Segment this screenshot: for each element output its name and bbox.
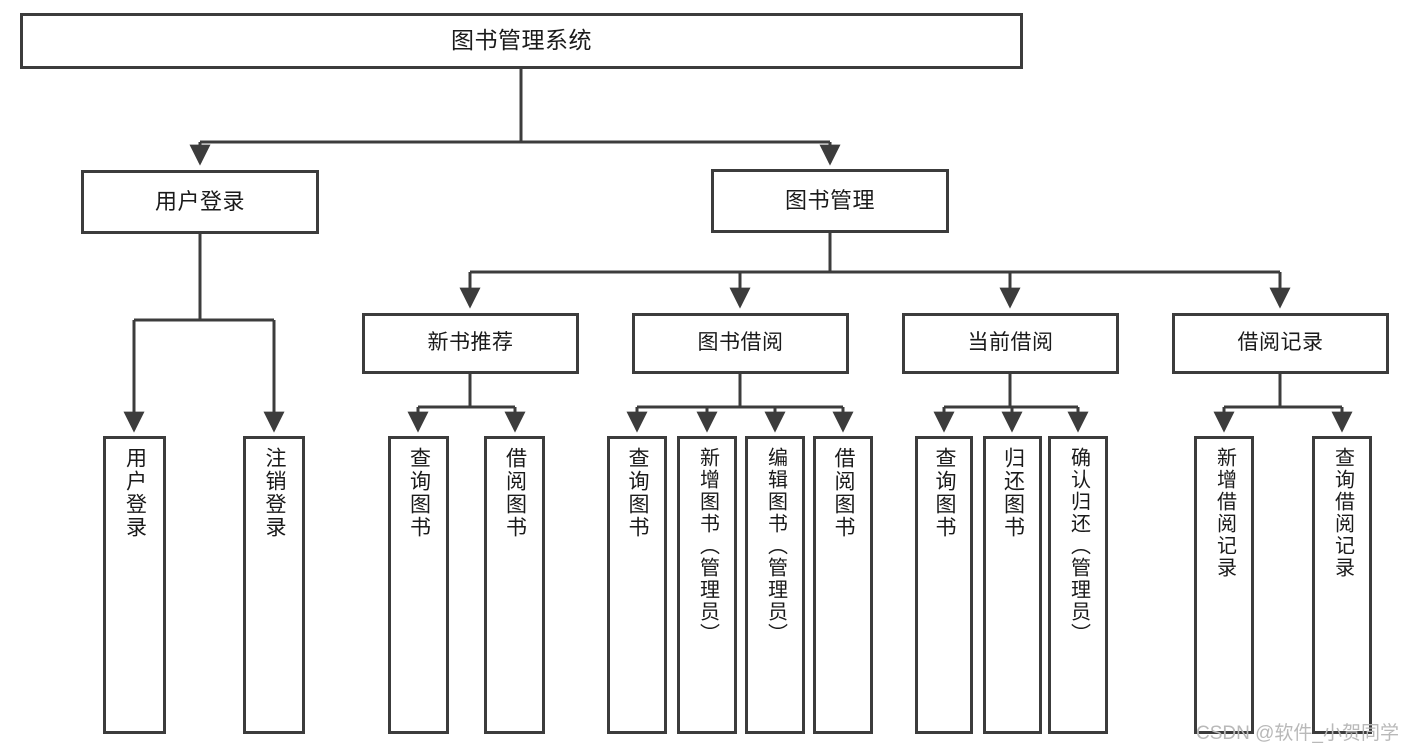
node-label: 当前借阅 xyxy=(967,331,1054,355)
node-label: 借阅图书 xyxy=(832,447,856,539)
node-label: 归还图书 xyxy=(1001,447,1025,539)
leaf-query-book-current[interactable]: 查询图书 xyxy=(915,436,973,734)
leaf-return-book[interactable]: 归还图书 xyxy=(983,436,1042,734)
node-label: 新书推荐 xyxy=(427,331,514,355)
node-label: 图书管理系统 xyxy=(451,27,592,54)
node-label: 图书管理 xyxy=(784,188,875,214)
node-label: 查询图书 xyxy=(407,447,431,539)
leaf-user-login[interactable]: 用户登录 xyxy=(103,436,166,734)
node-label: 注销登录 xyxy=(263,447,287,539)
node-label: 查询图书 xyxy=(933,447,957,539)
node-label: 借阅记录 xyxy=(1237,331,1324,355)
leaf-borrow-book[interactable]: 借阅图书 xyxy=(813,436,873,734)
leaf-query-borrow-record[interactable]: 查询借阅记录 xyxy=(1312,436,1372,734)
leaf-add-book-admin[interactable]: 新增图书（管理员） xyxy=(677,436,737,734)
node-label: 确认归还（管理员） xyxy=(1067,447,1090,645)
node-book-management[interactable]: 图书管理 xyxy=(711,169,949,233)
node-user-login[interactable]: 用户登录 xyxy=(81,170,319,234)
node-label: 用户登录 xyxy=(154,189,245,215)
node-label: 查询借阅记录 xyxy=(1331,447,1354,579)
leaf-logout[interactable]: 注销登录 xyxy=(243,436,305,734)
leaf-add-borrow-record[interactable]: 新增借阅记录 xyxy=(1194,436,1254,734)
leaf-edit-book-admin[interactable]: 编辑图书（管理员） xyxy=(745,436,805,734)
leaf-query-book-new[interactable]: 查询图书 xyxy=(388,436,449,734)
leaf-query-book-borrow[interactable]: 查询图书 xyxy=(607,436,667,734)
node-root-system[interactable]: 图书管理系统 xyxy=(20,13,1023,69)
node-label: 借阅图书 xyxy=(503,447,527,539)
leaf-borrow-book-new[interactable]: 借阅图书 xyxy=(484,436,545,734)
node-label: 编辑图书（管理员） xyxy=(764,447,787,645)
node-borrow-record[interactable]: 借阅记录 xyxy=(1172,313,1389,374)
leaf-confirm-return-admin[interactable]: 确认归还（管理员） xyxy=(1048,436,1108,734)
node-label: 查询图书 xyxy=(626,447,650,539)
node-current-borrow[interactable]: 当前借阅 xyxy=(902,313,1119,374)
node-label: 新增图书（管理员） xyxy=(696,447,719,645)
node-new-book-recommend[interactable]: 新书推荐 xyxy=(362,313,579,374)
node-label: 用户登录 xyxy=(123,447,147,539)
node-label: 新增借阅记录 xyxy=(1213,447,1236,579)
node-label: 图书借阅 xyxy=(697,331,784,355)
node-book-borrow[interactable]: 图书借阅 xyxy=(632,313,849,374)
